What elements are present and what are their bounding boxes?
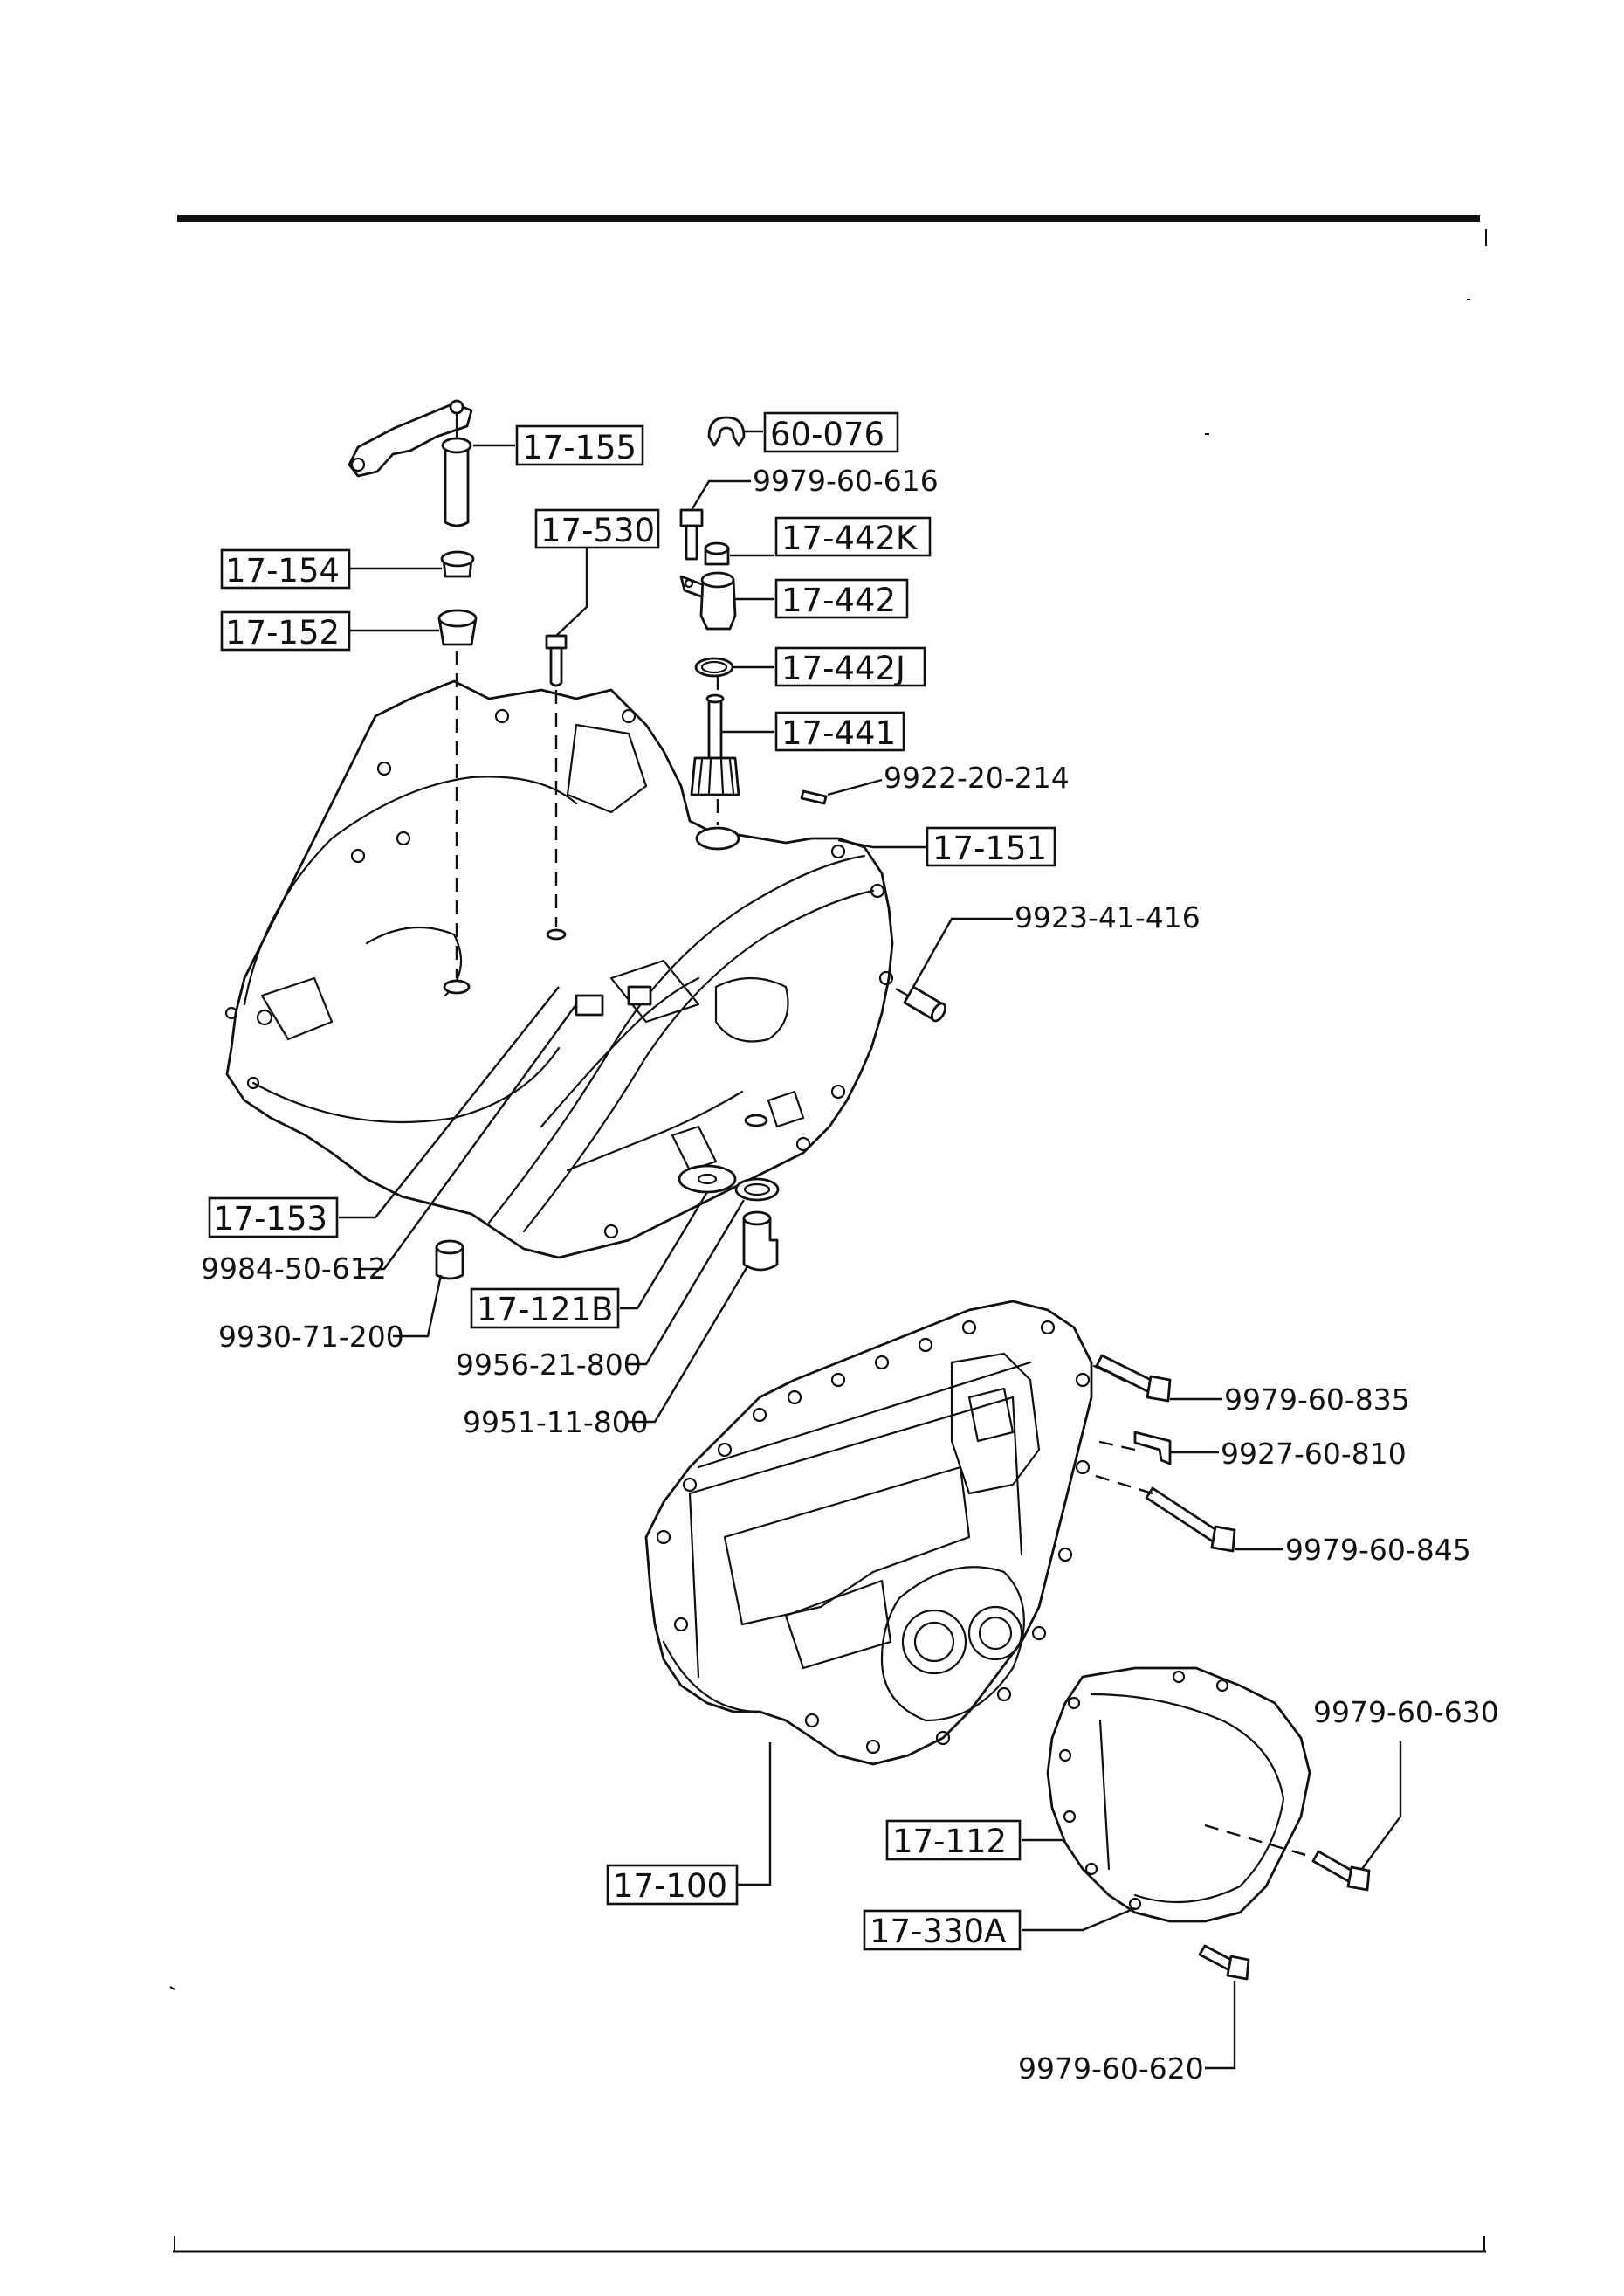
callout-17-155: 17-155 (515, 424, 644, 466)
seal-part (437, 609, 478, 646)
gear-shaft-part (690, 693, 740, 796)
part-9930-71-200: 9930-71-200 (218, 1320, 404, 1354)
callout-17-442j: 17-442J (774, 646, 926, 687)
assembly-lines (455, 651, 1312, 1858)
pin-part (800, 789, 828, 805)
callout-17-151: 17-151 (926, 826, 1056, 867)
callout-17-121b: 17-121B (470, 1287, 620, 1329)
svg-text:17-330A: 17-330A (870, 1913, 1006, 1950)
sleeve-part (679, 571, 737, 631)
bolt-9979-60-835 (1095, 1354, 1172, 1403)
bolt-9979-60-620 (1198, 1944, 1250, 1981)
callout-17-153: 17-153 (208, 1196, 339, 1238)
gasket-washer (678, 1164, 737, 1194)
part-9979-60-845: 9979-60-845 (1285, 1533, 1471, 1567)
callout-60-076: 60-076 (763, 411, 899, 453)
clutch-housing (224, 679, 894, 1259)
washer-9956 (734, 1177, 780, 1202)
svg-text:17-112: 17-112 (892, 1823, 1007, 1860)
part-9951-11-800: 9951-11-800 (463, 1405, 649, 1439)
callout-17-112: 17-112 (885, 1819, 1022, 1861)
svg-text:17-441: 17-441 (781, 714, 896, 752)
part-9979-60-620: 9979-60-620 (1018, 2051, 1204, 2086)
part-9979-60-616: 9979-60-616 (753, 464, 939, 498)
transaxle-case (644, 1300, 1093, 1766)
bolt-9979-60-616 (679, 508, 704, 561)
part-9979-60-835: 9979-60-835 (1224, 1382, 1410, 1417)
svg-text:17-442K: 17-442K (781, 520, 919, 557)
shift-rod-part (348, 399, 473, 527)
svg-text:60-076: 60-076 (770, 416, 884, 453)
part-9922-20-214: 9922-20-214 (884, 761, 1070, 795)
plug-9930 (435, 1239, 464, 1280)
callout-17-152: 17-152 (220, 610, 351, 652)
clip-part (707, 416, 746, 447)
part-9984-50-612: 9984-50-612 (201, 1251, 387, 1286)
callout-17-330a: 17-330A (863, 1909, 1022, 1951)
svg-text:17-151: 17-151 (932, 830, 1047, 867)
part-9956-21-800: 9956-21-800 (456, 1348, 642, 1382)
svg-text:17-155: 17-155 (522, 429, 637, 466)
o-ring-part (694, 657, 734, 678)
svg-text:17-152: 17-152 (225, 614, 340, 652)
part-9979-60-630: 9979-60-630 (1313, 1695, 1499, 1729)
callout-17-442k: 17-442K (774, 516, 932, 557)
callout-17-100: 17-100 (606, 1864, 739, 1906)
svg-text:17-153: 17-153 (213, 1200, 327, 1238)
svg-text:17-442J: 17-442J (781, 650, 905, 687)
bolt-17-530 (545, 634, 568, 687)
callout-17-154: 17-154 (220, 548, 351, 590)
callout-17-441: 17-441 (774, 711, 905, 752)
svg-text:17-100: 17-100 (613, 1867, 727, 1905)
callout-17-530: 17-530 (534, 508, 660, 549)
bolt-9979-60-845 (1145, 1486, 1236, 1553)
svg-text:17-530: 17-530 (540, 512, 655, 549)
page-frame (169, 215, 1487, 2253)
part-9927-60-810: 9927-60-810 (1221, 1437, 1407, 1471)
svg-text:17-121B: 17-121B (477, 1291, 613, 1328)
knock-pin-part (903, 985, 946, 1023)
svg-text:17-442: 17-442 (781, 582, 896, 619)
leader-lines (339, 430, 1402, 2070)
bracket-9927 (1133, 1431, 1172, 1465)
callout-17-442: 17-442 (774, 578, 909, 619)
rear-cover (1046, 1666, 1311, 1923)
part-9923-41-416: 9923-41-416 (1015, 900, 1201, 934)
bolt-9979-60-630 (1311, 1850, 1371, 1892)
cap-part (704, 541, 730, 566)
drain-plug (742, 1210, 779, 1272)
svg-text:17-154: 17-154 (225, 552, 340, 590)
bush-part (440, 550, 475, 578)
